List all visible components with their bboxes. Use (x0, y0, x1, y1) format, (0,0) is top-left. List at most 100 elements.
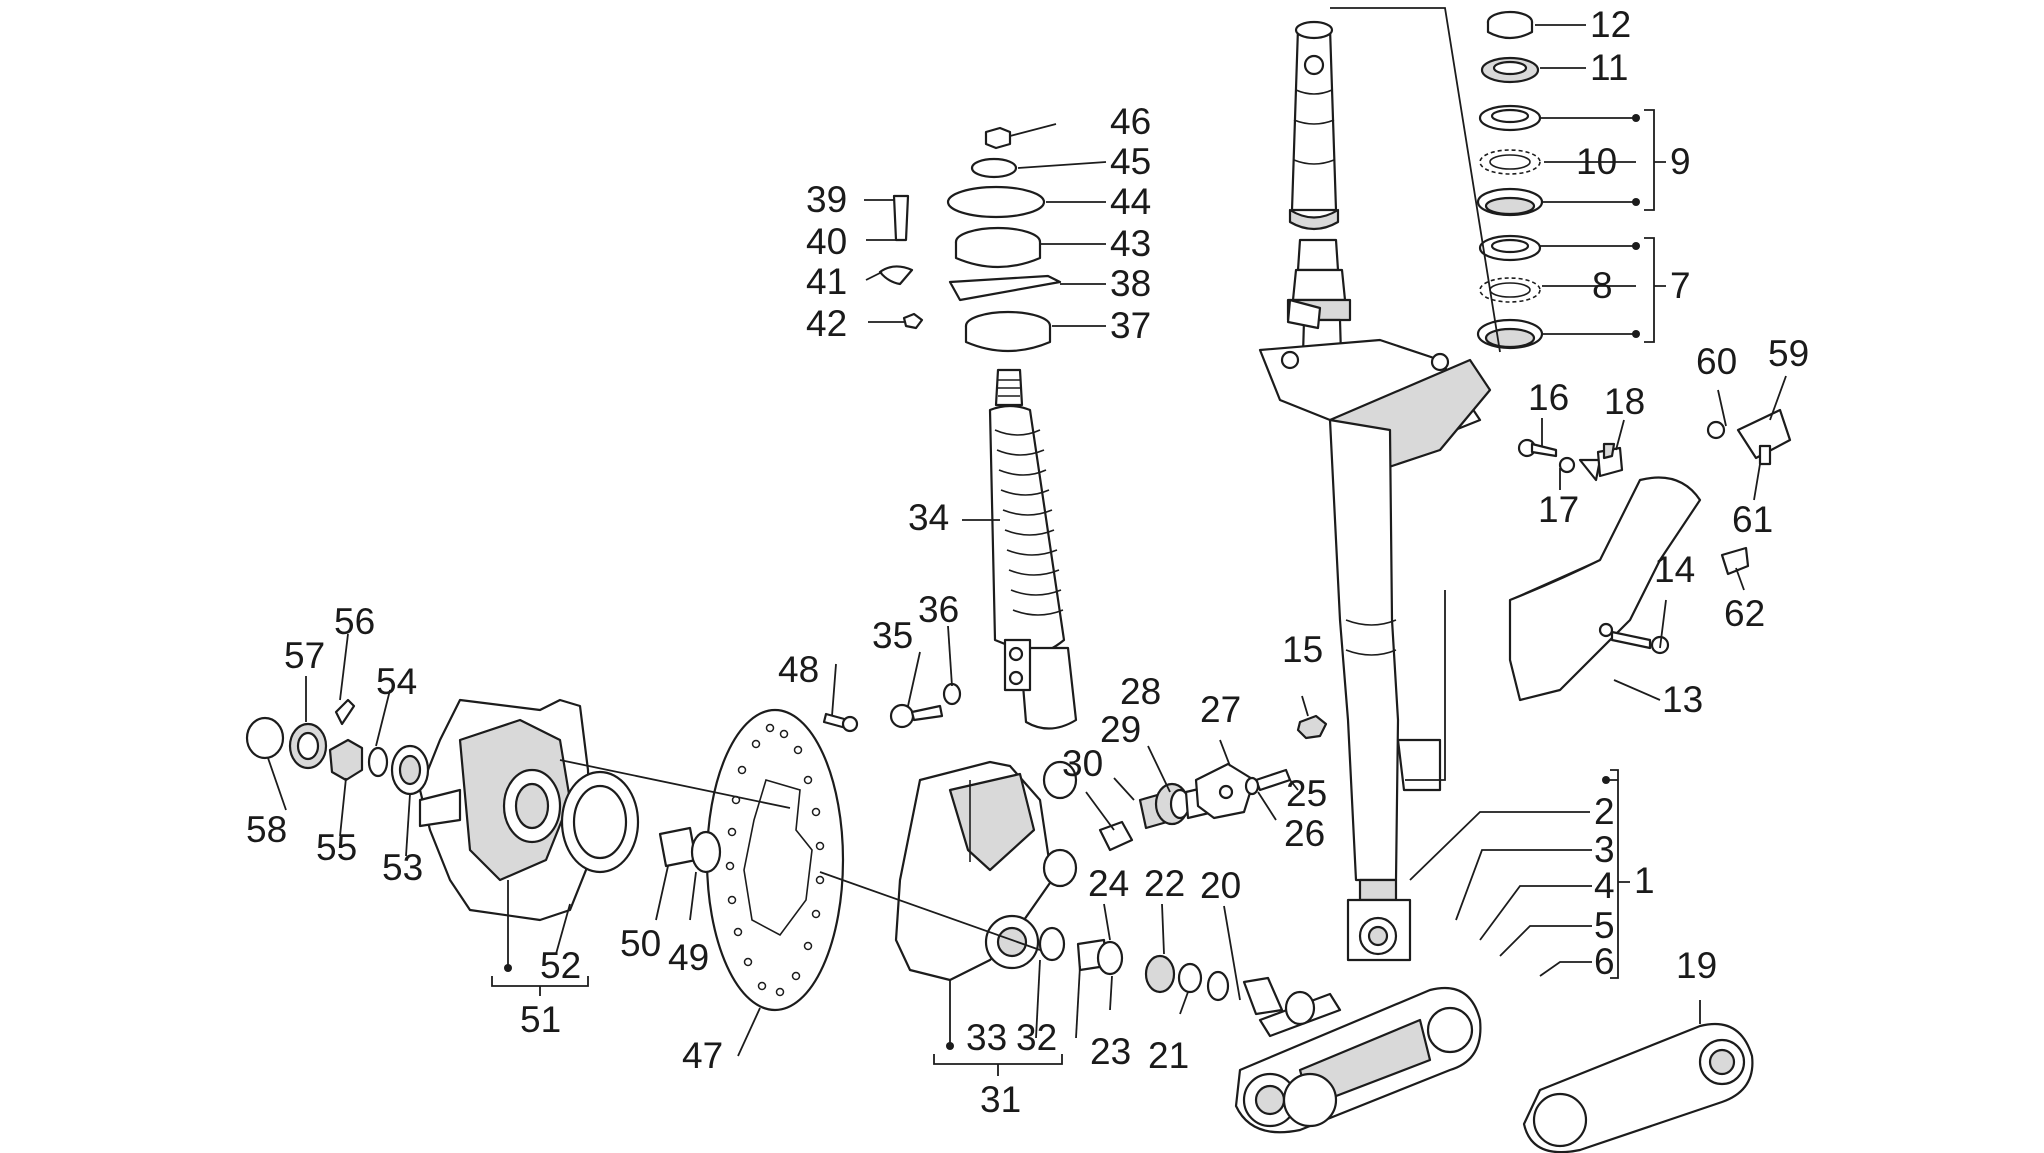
callout-42: 42 (806, 303, 847, 344)
callout-56: 56 (334, 601, 375, 642)
callout-10: 10 (1576, 141, 1617, 182)
callout-61: 61 (1732, 499, 1773, 540)
callout-28: 28 (1120, 671, 1161, 712)
cotter-pin-56 (334, 698, 356, 726)
callout-22: 22 (1144, 863, 1185, 904)
callout-14: 14 (1654, 549, 1695, 590)
callout-51: 51 (520, 999, 561, 1040)
callout-30: 30 (1062, 743, 1103, 784)
screw-14 (1610, 630, 1670, 655)
callout-17: 17 (1538, 489, 1579, 530)
top-mount-stack (946, 126, 1062, 353)
wheel-hub (418, 698, 640, 968)
bolt-35 (889, 703, 944, 729)
callout-57: 57 (284, 635, 325, 676)
callout-3: 3 (1594, 829, 1615, 870)
callout-21: 21 (1148, 1035, 1189, 1076)
callout-5: 5 (1594, 905, 1615, 946)
callout-58: 58 (246, 809, 287, 850)
callout-38: 38 (1110, 263, 1151, 304)
callout-43: 43 (1110, 223, 1151, 264)
washer-54 (367, 746, 389, 778)
callout-9: 9 (1670, 141, 1691, 182)
callout-41: 41 (806, 261, 847, 302)
clip-62 (1720, 546, 1750, 576)
bracket-41 (878, 265, 914, 286)
callout-44: 44 (1110, 181, 1151, 222)
caliper-carrier (894, 760, 1078, 1044)
bearing-53-race (398, 754, 422, 786)
callout-55: 55 (316, 827, 357, 868)
callout-2: 2 (1594, 791, 1615, 832)
callout-25: 25 (1286, 773, 1327, 814)
callout-59: 59 (1768, 333, 1809, 374)
callout-1: 1 (1634, 860, 1655, 901)
callout-50: 50 (620, 923, 661, 964)
callout-4: 4 (1594, 865, 1615, 906)
spacer-50 (658, 826, 698, 868)
callout-39: 39 (806, 179, 847, 220)
callout-32: 32 (1016, 1017, 1057, 1058)
bracket-59 (1736, 408, 1792, 466)
bolt-48 (822, 712, 859, 733)
washer-26 (1244, 776, 1260, 796)
shock-absorber (988, 368, 1078, 730)
callout-35: 35 (872, 615, 913, 656)
callout-12: 12 (1590, 4, 1631, 45)
callout-47: 47 (682, 1035, 723, 1076)
washer-36 (942, 682, 962, 706)
washer-17 (1558, 456, 1576, 474)
nut-15 (1296, 714, 1328, 740)
callout-6: 6 (1594, 941, 1615, 982)
callout-54: 54 (376, 661, 417, 702)
callout-29: 29 (1100, 709, 1141, 750)
bolt-16 (1517, 438, 1558, 458)
callout-8: 8 (1592, 265, 1613, 306)
bolt-39 (892, 194, 910, 242)
callout-45: 45 (1110, 141, 1151, 182)
callout-52: 52 (540, 945, 581, 986)
nut-42 (902, 312, 924, 330)
callout-53: 53 (382, 847, 423, 888)
steering-tube (1286, 20, 1352, 392)
callout-15: 15 (1282, 629, 1323, 670)
axle-spacers (1038, 926, 1284, 1016)
callout-27: 27 (1200, 689, 1241, 730)
reaction-plate-27 (1194, 762, 1256, 820)
nut-55 (328, 738, 364, 782)
link-arm-20 (1234, 986, 1482, 1134)
nut-57-bore (296, 731, 320, 761)
callout-62: 62 (1724, 593, 1765, 634)
callout-40: 40 (806, 221, 847, 262)
cap-58 (245, 716, 285, 760)
callout-18: 18 (1604, 381, 1645, 422)
callout-31: 31 (980, 1079, 1021, 1120)
callout-34: 34 (908, 497, 949, 538)
link-arm-19 (1522, 1022, 1754, 1153)
callout-49: 49 (668, 937, 709, 978)
callout-20: 20 (1200, 865, 1241, 906)
callout-24: 24 (1088, 863, 1129, 904)
callout-46: 46 (1110, 101, 1151, 142)
leader-lines (267, 24, 1787, 1076)
brake-disc (705, 708, 845, 1012)
callout-37: 37 (1110, 305, 1151, 346)
callout-7: 7 (1670, 265, 1691, 306)
callout-48: 48 (778, 649, 819, 690)
mudguard (1405, 458, 1702, 781)
clip-nut-18 (1596, 442, 1624, 478)
callout-36: 36 (918, 589, 959, 630)
bolt-25 (1254, 768, 1292, 792)
screw-60 (1706, 420, 1726, 440)
callout-16: 16 (1528, 377, 1569, 418)
callout-60: 60 (1696, 341, 1737, 382)
bearing-stack (1330, 7, 1544, 353)
callout-labels: 1 2 3 4 5 6 7 8 9 10 11 12 13 14 15 16 1… (246, 4, 1809, 1120)
callout-13: 13 (1662, 679, 1703, 720)
callout-33: 33 (966, 1017, 1007, 1058)
callout-11: 11 (1590, 47, 1628, 88)
callout-19: 19 (1676, 945, 1717, 986)
seal-49 (690, 830, 722, 874)
callout-23: 23 (1090, 1031, 1131, 1072)
